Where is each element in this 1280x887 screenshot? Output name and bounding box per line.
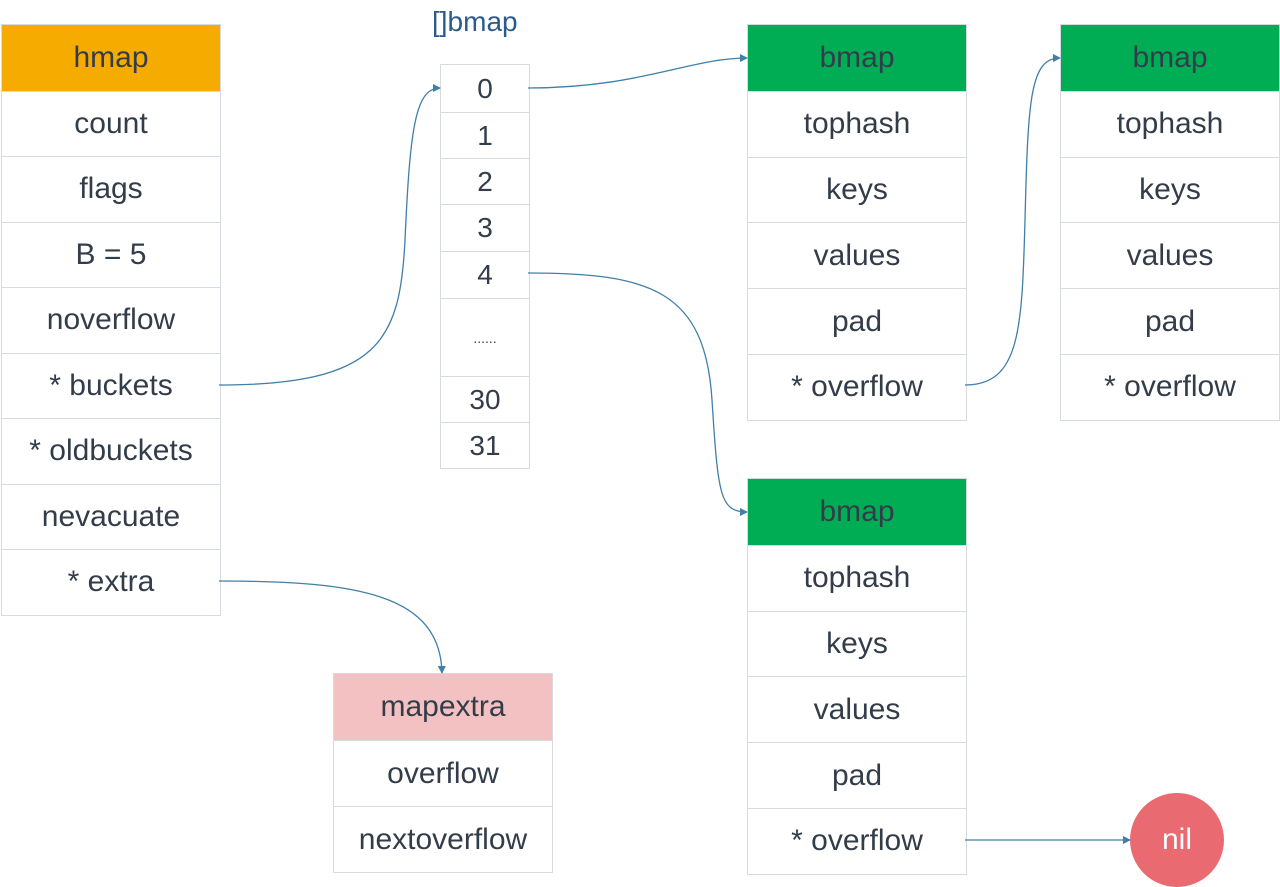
hmap-header: hmap — [2, 25, 220, 91]
hmap-field-count: count — [2, 90, 220, 157]
bucket-index-30: 30 — [441, 376, 529, 422]
bucket-index-31: 31 — [441, 422, 529, 468]
hmap-field-nevacuate: nevacuate — [2, 483, 220, 550]
nil-node: nil — [1130, 793, 1224, 887]
bmap-struct: bmap tophash keys values pad * overflow — [747, 24, 967, 421]
arrow-buckets-to-array — [218, 84, 441, 386]
bucket-index-2: 2 — [441, 158, 529, 204]
mapextra-field-nextoverflow: nextoverflow — [334, 806, 552, 872]
bmap-header: bmap — [748, 25, 966, 91]
bmap-header: bmap — [1061, 25, 1279, 91]
bmap-field-values: values — [748, 222, 966, 288]
bmap-header: bmap — [748, 479, 966, 545]
bmap-field-overflow: * overflow — [748, 807, 966, 874]
bmap-field-overflow: * overflow — [748, 353, 966, 420]
arrow-bucket0-to-bmap — [527, 54, 748, 89]
bmap-field-keys: keys — [748, 156, 966, 223]
bmap-field-tophash: tophash — [748, 90, 966, 157]
bmap-field-values: values — [1061, 222, 1279, 288]
hmap-struct: hmap count flags B = 5 noverflow * bucke… — [1, 24, 221, 616]
mapextra-header: mapextra — [334, 674, 552, 740]
hmap-field-oldbuckets: * oldbuckets — [2, 418, 220, 484]
hmap-field-buckets: * buckets — [2, 352, 220, 419]
bmap-struct: bmap tophash keys values pad * overflow — [747, 478, 967, 875]
bmap-field-pad: pad — [1061, 288, 1279, 354]
bucket-index-3: 3 — [441, 204, 529, 251]
bmap-field-overflow: * overflow — [1061, 353, 1279, 420]
bucket-array: 0 1 2 3 4 ...... 30 31 — [440, 64, 530, 469]
bmap-struct: bmap tophash keys values pad * overflow — [1060, 24, 1280, 421]
bmap-field-tophash: tophash — [1061, 90, 1279, 157]
bmap-field-values: values — [748, 676, 966, 742]
bucket-index-1: 1 — [441, 112, 529, 158]
bmap-field-pad: pad — [748, 288, 966, 354]
bucket-index-ellipsis: ...... — [441, 298, 529, 376]
bucket-index-0: 0 — [477, 72, 493, 104]
bmap-field-keys: keys — [1061, 156, 1279, 223]
mapextra-struct: mapextra overflow nextoverflow — [333, 673, 553, 873]
mapextra-field-overflow: overflow — [334, 740, 552, 806]
bmap-field-tophash: tophash — [748, 544, 966, 611]
arrow-overflow-to-bmap — [964, 54, 1061, 386]
bucket-index-4: 4 — [441, 251, 529, 298]
bmap-field-pad: pad — [748, 742, 966, 808]
bmap-field-keys: keys — [748, 610, 966, 677]
arrow-bucket4-to-bmap — [527, 272, 748, 516]
bucket-array-title: []bmap — [432, 6, 518, 37]
hmap-field-b: B = 5 — [2, 221, 220, 288]
hmap-field-extra: * extra — [2, 549, 220, 615]
arrow-extra-to-mapextra — [218, 580, 446, 674]
hmap-field-flags: flags — [2, 156, 220, 222]
hmap-field-noverflow: noverflow — [2, 287, 220, 353]
